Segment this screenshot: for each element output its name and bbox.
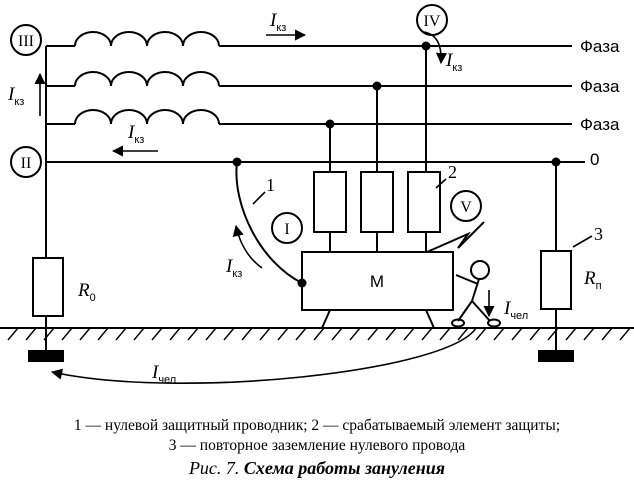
callout-line-2 [435,178,447,189]
current-kz-left-bus: Iкз [7,84,24,108]
legend-line-2: 3 — повторное заземление нулевого провод… [168,437,466,454]
marker-circle-1 [271,212,303,244]
callout-line-1 [252,191,266,205]
callout-1: 1 [266,175,275,195]
earth-electrode-left [28,350,64,362]
marker-label-2: II [21,155,32,172]
person-body [471,278,480,302]
marker-label-1: I [284,221,289,238]
motor-label: М [370,272,384,291]
legend-line-1: 1 — нулевой защитный проводник; 2 — сраб… [73,417,561,434]
junction-dot [421,41,431,51]
coil-phase-3 [74,109,220,125]
phase-label-1: Фаза [580,37,620,56]
arrow-kz-marker-4 [423,31,448,65]
person-leg-right [471,300,491,322]
current-kz-conductor: Iкз [225,256,242,280]
caption-title: Схема работы зануления [243,458,446,478]
arrow-person-ground [50,327,477,385]
callout-3: 3 [594,224,603,244]
callout-2: 2 [448,162,457,182]
protection-element-3 [407,171,441,233]
junction-dot [325,119,335,129]
person-foot-left [451,318,465,328]
rn-resistor [540,250,572,310]
current-person-right: Iчел [503,298,528,322]
neutral-label: 0 [590,150,599,169]
junction-dot [232,157,242,167]
caption-prefix: Рис. 7. [188,458,240,478]
rn-label: Rп [583,268,602,292]
motor-leg-right [425,309,435,329]
person-leg-left [457,300,473,322]
current-person-ground: Iчел [151,362,176,386]
current-kz-neutral: Iкз [127,122,144,146]
phase-label-3: Фаза [580,115,620,134]
marker-label-5: V [460,199,472,216]
protection-element-2 [360,171,394,233]
junction-dot [297,278,307,288]
person-arm [455,274,479,285]
coil-phase-1 [74,31,220,47]
marker-circle-5 [450,190,482,222]
arrow-kz-conductor [232,224,263,269]
person-head [470,260,490,280]
grounding-scheme-diagram: III II IV I V Фаза Фаза Фаза 0 Iкз Iкз I… [0,4,634,386]
coil-phase-2 [74,71,220,87]
marker-circle-2 [10,146,42,178]
protection-element-1 [313,171,347,233]
phase-label-2: Фаза [580,77,620,96]
junction-dot [551,157,561,167]
callout-line-3 [572,235,593,248]
r0-label: R0 [77,280,96,304]
marker-label-3: III [18,33,34,50]
current-kz-marker-4: Iкз [445,50,462,74]
ground-hatching [7,327,631,341]
current-kz-top: Iкз [269,10,286,34]
person-foot-right [487,318,501,328]
fault-lightning [426,221,485,253]
junction-dot [372,81,382,91]
r0-resistor [32,257,64,317]
marker-label-4: IV [424,13,441,30]
protective-conductor [235,161,303,284]
earth-electrode-right [538,350,574,362]
figure-caption: Рис. 7. Схема работы зануления [0,458,634,479]
marker-circle-3 [10,24,42,56]
motor-leg-left [321,309,331,329]
